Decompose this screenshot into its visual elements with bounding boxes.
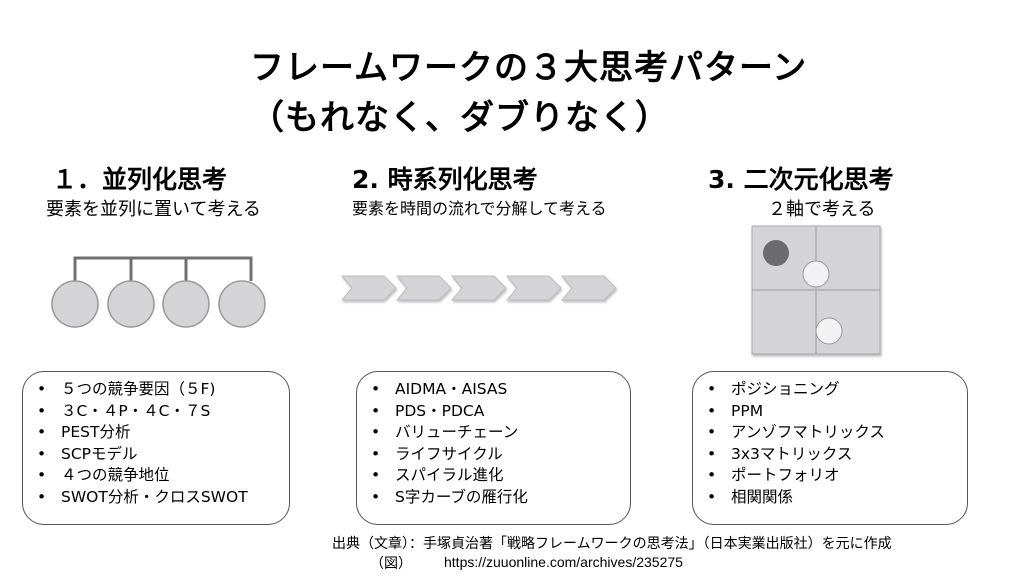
source-url-link[interactable]: https://zuuonline.com/archives/235275 [444,554,683,570]
list-item: • 3x3マトリックス [703,444,967,466]
bullet-icon: • [707,466,717,484]
list-item: • ポジショニング [703,379,967,401]
list-item: • ５つの競争要因（５F) [33,379,289,401]
source-line-text: 出典（文章）：手塚貞治著「戦略フレームワークの思考法」（日本実業出版社）を元に作… [332,533,892,553]
bullet-icon: • [371,380,381,398]
quadrant-diagram [751,225,881,355]
list-item-text: S字カーブの雁行化 [395,487,528,506]
connector-bracket [73,256,253,281]
list-item: • 相関関係 [703,487,967,509]
bullet-icon: • [371,401,381,420]
bullet-icon: • [37,487,47,506]
source-label-figure: （図） [370,556,412,572]
parallel-circle [51,280,99,328]
page-subtitle: （もれなく、ダブりなく） [250,98,670,138]
list-item-text: PDS・PDCA [395,401,485,420]
section-2-heading: 2. 時系列化思考 [352,165,538,194]
bullet-icon: • [37,444,47,463]
bullet-icon: • [37,423,47,441]
section-1-heading: １．並列化思考 [52,165,228,194]
parallel-examples-list: • ５つの競争要因（５F) • ３C・４P・４C・７S • PEST分析 • SCPモデル • ４… [33,379,289,508]
bullet-icon: • [37,401,47,420]
list-item-text: バリューチェーン [395,423,519,441]
list-item: • S字カーブの雁行化 [367,487,630,509]
bullet-icon: • [371,423,381,441]
list-item: • アンゾフマトリックス [703,422,967,444]
list-item-text: ライフサイクル [395,444,503,463]
chevron-step [395,275,452,301]
parallel-circle [107,280,155,328]
list-item-text: ポートフォリオ [731,466,840,484]
parallel-circle [218,280,266,328]
list-item: • ４つの競争地位 [33,465,289,487]
chevron-step [560,275,617,301]
list-item: • PPM [703,401,967,423]
chevron-step [450,275,507,301]
bullet-icon: • [371,487,381,506]
list-item: • スパイラル進化 [367,465,630,487]
bullet-icon: • [707,423,717,441]
list-item: • ライフサイクル [367,444,630,466]
page-title: フレームワークの３大思考パターン [250,48,808,88]
chevron-diagram [340,275,617,301]
bullet-icon: • [707,444,717,463]
section-2-subtitle: 要素を時間の流れで分解して考える [352,199,607,218]
list-item: • SCPモデル [33,444,289,466]
dark-dot [763,240,789,266]
bullet-icon: • [707,380,717,398]
two-dimensional-examples-list: • ポジショニング • PPM • アンゾフマトリックス • 3x3マトリックス • ポートフォリ… [703,379,967,508]
list-item-text: AIDMA・AISAS [395,380,508,398]
bullet-icon: • [707,487,717,506]
chevron-step [505,275,562,301]
parallel-examples-box: • ５つの競争要因（５F) • ３C・４P・４C・７S • PEST分析 • SCPモデル • ４… [22,371,290,525]
section-1-subtitle: 要素を並列に置いて考える [46,199,261,220]
parallel-circle [162,280,210,328]
list-item-text: ４つの競争地位 [61,466,170,484]
list-item: • AIDMA・AISAS [367,379,630,401]
chevron-step [340,275,397,301]
list-item-text: SCPモデル [61,444,138,463]
list-item-text: 相関関係 [731,487,794,506]
list-item-text: PEST分析 [61,423,131,441]
light-dot [802,260,830,288]
list-item: • SWOT分析・クロスSWOT [33,487,289,509]
source-label: 出典（文章）： [332,536,423,552]
list-item-text: ５つの競争要因（５F) [61,380,216,398]
list-item: • PEST分析 [33,422,289,444]
list-item: • ポートフォリオ [703,465,967,487]
list-item-text: SWOT分析・クロスSWOT [61,487,248,506]
list-item: • PDS・PDCA [367,401,630,423]
bullet-icon: • [371,444,381,463]
bullet-icon: • [37,466,47,484]
list-item-text: アンゾフマトリックス [731,423,885,441]
section-3-heading: 3. 二次元化思考 [708,165,894,194]
time-series-examples-list: • AIDMA・AISAS • PDS・PDCA • バリューチェーン • ライフサイクル • ス… [367,379,630,508]
bullet-icon: • [707,401,717,420]
parallel-diagram [51,256,266,328]
list-item-text: 3x3マトリックス [731,444,853,463]
two-dimensional-examples-box: • ポジショニング • PPM • アンゾフマトリックス • 3x3マトリックス • ポートフォリ… [692,371,968,525]
section-3-subtitle: ２軸で考える [768,199,876,220]
list-item-text: ３C・４P・４C・７S [61,401,211,420]
list-item: • バリューチェーン [367,422,630,444]
light-dot [815,317,843,345]
bullet-icon: • [37,380,47,398]
time-series-examples-box: • AIDMA・AISAS • PDS・PDCA • バリューチェーン • ライフサイクル • ス… [356,371,631,525]
list-item-text: PPM [731,401,764,420]
bullet-icon: • [371,466,381,484]
list-item-text: スパイラル進化 [395,466,504,484]
source-text: 手塚貞治著「戦略フレームワークの思考法」（日本実業出版社）を元に作成 [423,536,892,552]
list-item-text: ポジショニング [731,380,840,398]
list-item: • ３C・４P・４C・７S [33,401,289,423]
